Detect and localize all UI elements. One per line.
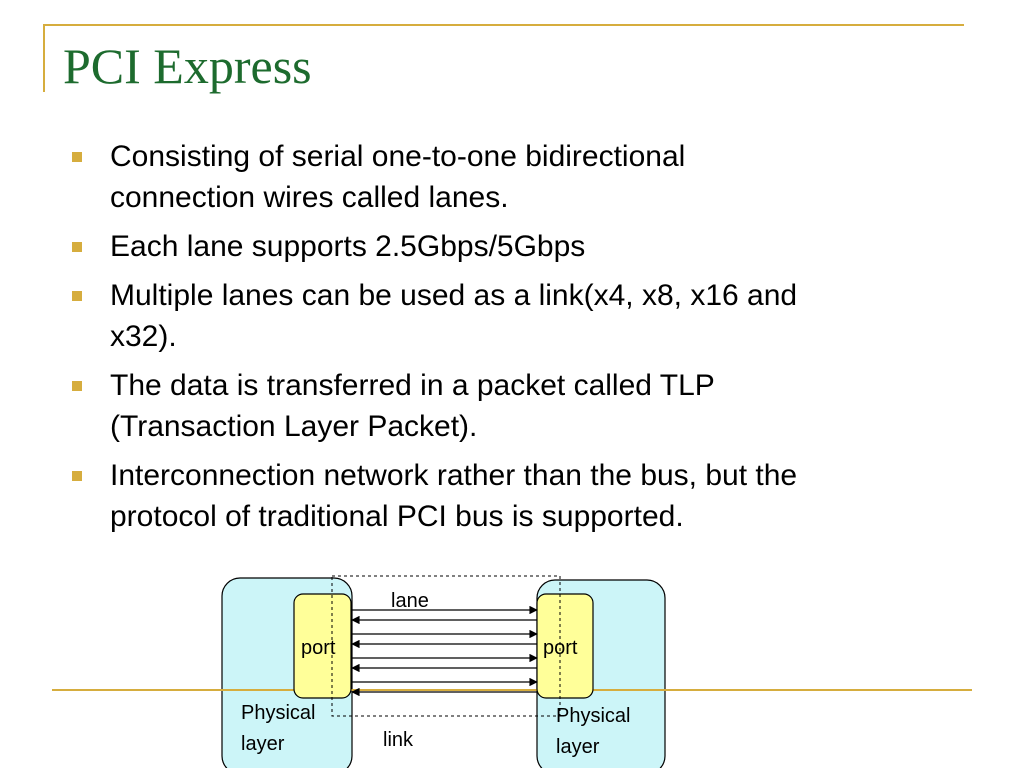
frame-left-rule	[43, 24, 45, 92]
lane-arrows	[351, 605, 538, 697]
square-bullet-icon	[72, 291, 82, 301]
square-bullet-icon	[72, 381, 82, 391]
square-bullet-icon	[72, 242, 82, 252]
frame-top-rule	[43, 24, 964, 26]
left-port-label: port	[301, 637, 336, 659]
bullet-line: Each lane supports 2.5Gbps/5Gbps	[110, 230, 586, 263]
left-layer-label: layer	[241, 733, 285, 755]
lane-label: lane	[391, 590, 429, 612]
bullet-item: The data is transferred in a packet call…	[72, 365, 972, 447]
right-layer-label: Physical	[556, 705, 630, 727]
left-layer-label: Physical	[241, 702, 315, 724]
bullet-item: Multiple lanes can be used as a link(x4,…	[72, 275, 972, 357]
bullet-line: The data is transferred in a packet call…	[110, 369, 715, 402]
left-port-box	[293, 593, 352, 699]
link-enclosure	[331, 575, 561, 717]
bullet-line: Consisting of serial one-to-one bidirect…	[110, 140, 686, 173]
right-layer-label: layer	[556, 736, 600, 758]
bullet-line: protocol of traditional PCI bus is suppo…	[110, 500, 684, 533]
bullet-item: Each lane supports 2.5Gbps/5Gbps	[72, 226, 972, 267]
right-port-box	[536, 593, 594, 699]
bullet-line: Multiple lanes can be used as a link(x4,…	[110, 279, 798, 312]
right-port-label: port	[543, 637, 578, 659]
bullet-line: (Transaction Layer Packet).	[110, 410, 478, 443]
bullet-line: connection wires called lanes.	[110, 181, 509, 214]
bullet-item: Interconnection network rather than the …	[72, 455, 972, 537]
square-bullet-icon	[72, 152, 82, 162]
frame-bottom-rule	[52, 689, 972, 691]
square-bullet-icon	[72, 471, 82, 481]
link-label: link	[383, 729, 414, 751]
bullet-list: Consisting of serial one-to-one bidirect…	[72, 136, 972, 545]
bullet-line: x32).	[110, 320, 177, 353]
bullet-item: Consisting of serial one-to-one bidirect…	[72, 136, 972, 218]
slide-title: PCI Express	[63, 38, 312, 94]
bullet-line: Interconnection network rather than the …	[110, 459, 798, 492]
